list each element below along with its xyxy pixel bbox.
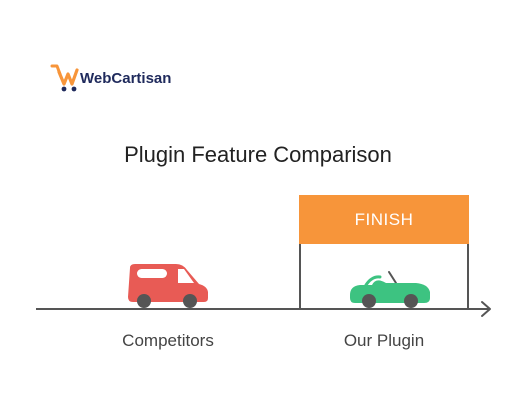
track-arrow-icon <box>481 301 491 317</box>
brand-name: WebCartisan <box>80 70 172 87</box>
cart-icon <box>50 64 79 92</box>
lane-label-our-plugin: Our Plugin <box>343 331 425 350</box>
convertible-car-icon <box>350 271 430 308</box>
finish-banner: FINISH <box>299 195 469 244</box>
brand-logo[interactable]: WebCartisan <box>50 62 180 94</box>
van-icon <box>128 264 208 308</box>
page-title: Plugin Feature Comparison <box>124 142 392 167</box>
lane-label-competitors: Competitors <box>122 331 214 350</box>
